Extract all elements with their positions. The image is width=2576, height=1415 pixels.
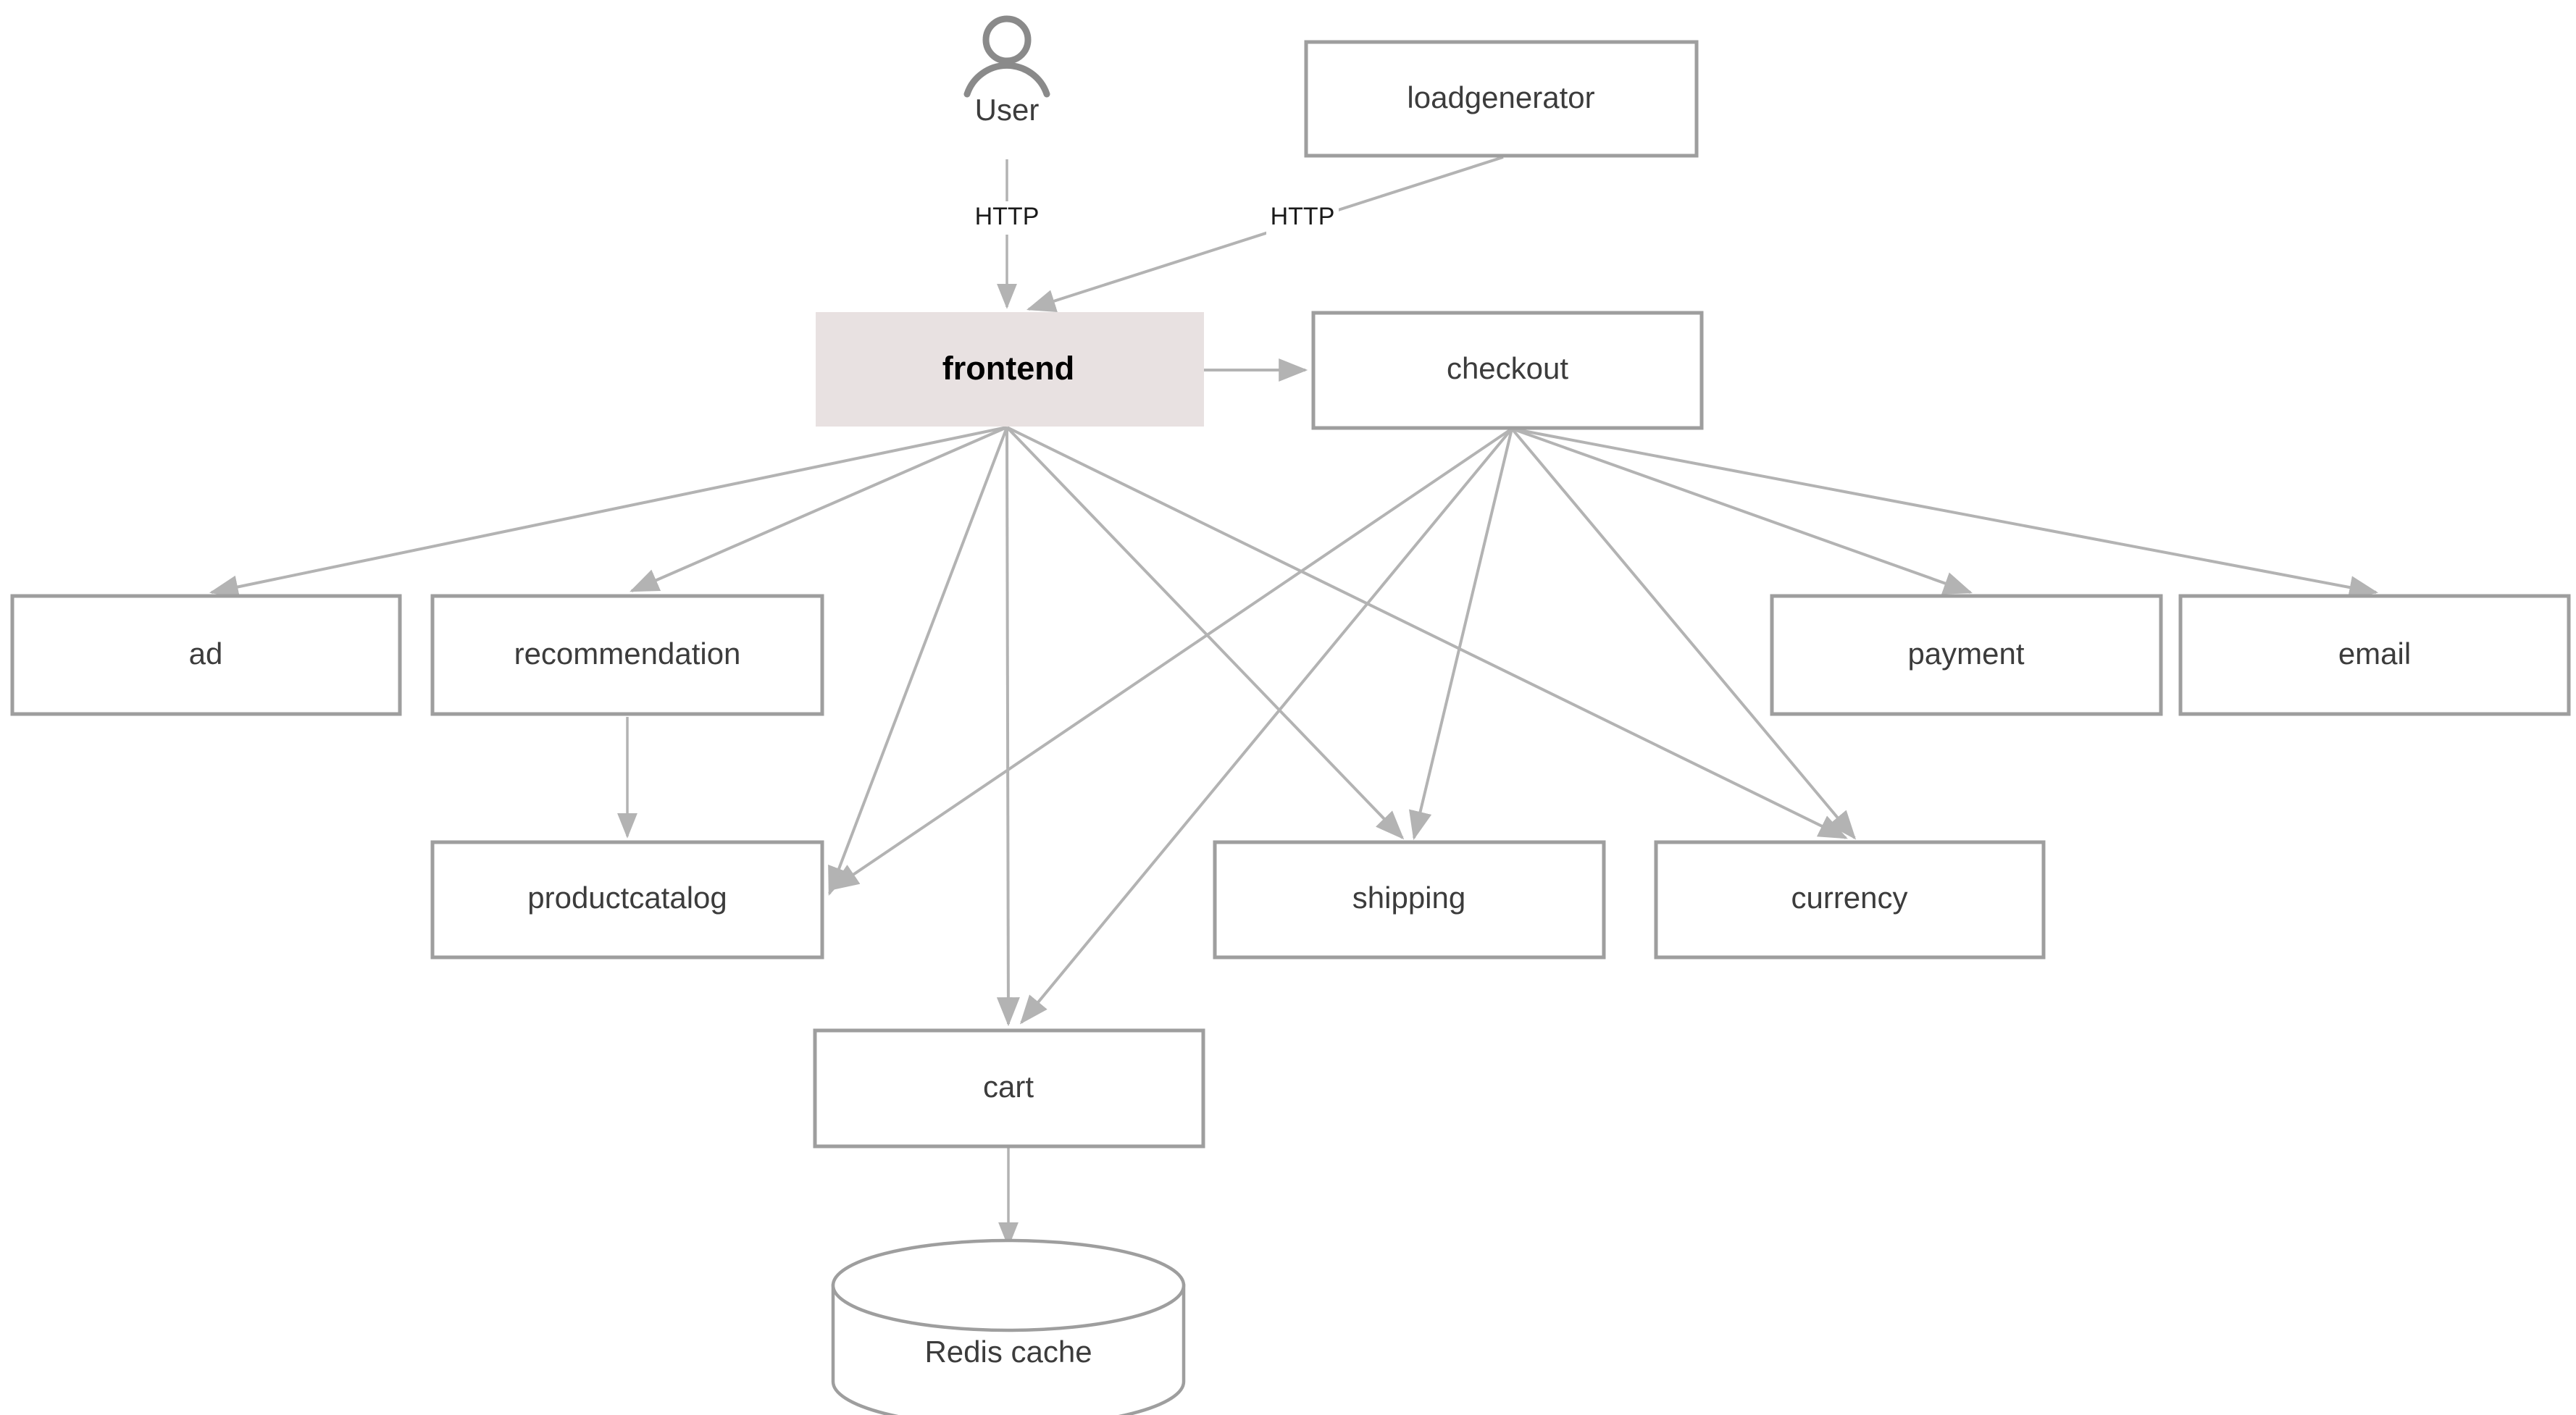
edge-frontend-to-ad bbox=[209, 426, 1008, 599]
edge-frontend-to-cart bbox=[996, 427, 1020, 1027]
node-label-payment: payment bbox=[1907, 637, 2024, 671]
node-label-cart: cart bbox=[983, 1070, 1034, 1104]
node-label-recommendation: recommendation bbox=[514, 637, 741, 671]
edge-checkout-to-email bbox=[1511, 427, 2379, 599]
edge-label-user-http: HTTP bbox=[975, 203, 1040, 230]
edge-frontend-to-shipping bbox=[1005, 426, 1405, 840]
node-checkout[interactable]: checkout bbox=[1311, 311, 1704, 430]
node-label-ad: ad bbox=[189, 637, 223, 671]
cylinder-top bbox=[831, 1238, 1186, 1332]
node-productcatalog[interactable]: productcatalog bbox=[430, 840, 824, 960]
edge-checkout-to-cart bbox=[1019, 427, 1513, 1025]
node-payment[interactable]: payment bbox=[1770, 594, 2163, 716]
node-label-shipping: shipping bbox=[1352, 881, 1465, 915]
node-label-checkout: checkout bbox=[1447, 351, 1568, 385]
edge-frontend-to-productcatalog bbox=[828, 427, 1008, 896]
node-loadgenerator[interactable]: loadgenerator bbox=[1304, 40, 1699, 158]
user-person-icon-head bbox=[982, 15, 1032, 64]
node-email[interactable]: email bbox=[2178, 594, 2571, 716]
node-label-email: email bbox=[2338, 637, 2411, 671]
node-cart[interactable]: cart bbox=[813, 1028, 1205, 1149]
edge-frontend-to-currency bbox=[1006, 426, 1848, 839]
edge-checkout-to-shipping bbox=[1408, 428, 1513, 841]
node-label-redis-cache: Redis cache bbox=[924, 1335, 1092, 1369]
edge-checkout-to-currency bbox=[1510, 427, 1857, 840]
edge-label-layer: HTTP HTTP bbox=[971, 201, 1339, 235]
node-label-productcatalog: productcatalog bbox=[527, 881, 727, 915]
node-frontend[interactable]: frontend bbox=[816, 312, 1204, 427]
node-label-frontend: frontend bbox=[942, 350, 1074, 387]
node-redis-cache[interactable]: Redis cache bbox=[831, 1238, 1186, 1415]
edge-frontend-to-recommendation bbox=[630, 426, 1008, 592]
user-label: User bbox=[975, 93, 1040, 127]
node-label-loadgenerator: loadgenerator bbox=[1407, 80, 1594, 114]
edge-label-loadgenerator-http: HTTP bbox=[1271, 203, 1335, 230]
edge-layer bbox=[209, 156, 2379, 1248]
node-shipping[interactable]: shipping bbox=[1213, 840, 1606, 960]
node-currency[interactable]: currency bbox=[1654, 840, 2046, 960]
node-label-currency: currency bbox=[1791, 881, 1907, 915]
actor-user: User bbox=[963, 15, 1050, 127]
edge-checkout-to-productcatalog bbox=[829, 427, 1513, 891]
node-recommendation[interactable]: recommendation bbox=[430, 594, 824, 716]
edge-loadgenerator-to-frontend bbox=[1026, 156, 1504, 313]
edge-checkout-to-payment bbox=[1511, 427, 1973, 595]
node-ad[interactable]: ad bbox=[10, 594, 402, 716]
user-person-icon-body bbox=[963, 62, 1050, 98]
